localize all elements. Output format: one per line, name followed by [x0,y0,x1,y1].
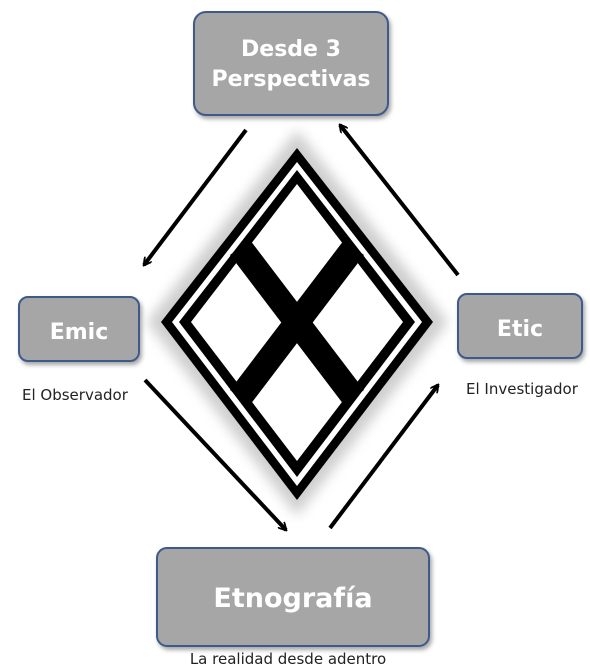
caption-emic: El Observador [22,386,129,404]
caption-etnografia: La realidad desde adentro [190,650,386,668]
box-etnografia: Etnografía [156,547,430,647]
arrow-etic-to-top [340,125,460,277]
arrow-top-to-emic [142,128,248,265]
box-etnografia-label: Etnografía [213,583,372,614]
diamond-cross-emblem-icon [147,130,448,516]
box-etic: Etic [457,293,583,359]
arrow-emic-to-etnografia [143,378,286,530]
box-emic: Emic [18,296,140,362]
arrow-etnografia-to-etic [328,385,440,530]
caption-etic: El Investigador [466,380,579,398]
box-etic-label: Etic [497,317,543,342]
box-desde-3-perspectivas: Desde 3 Perspectivas [193,11,389,116]
box-top-label-line2: Perspectivas [211,67,370,92]
box-top-label-line1: Desde 3 [241,37,341,62]
box-emic-label: Emic [50,320,109,345]
